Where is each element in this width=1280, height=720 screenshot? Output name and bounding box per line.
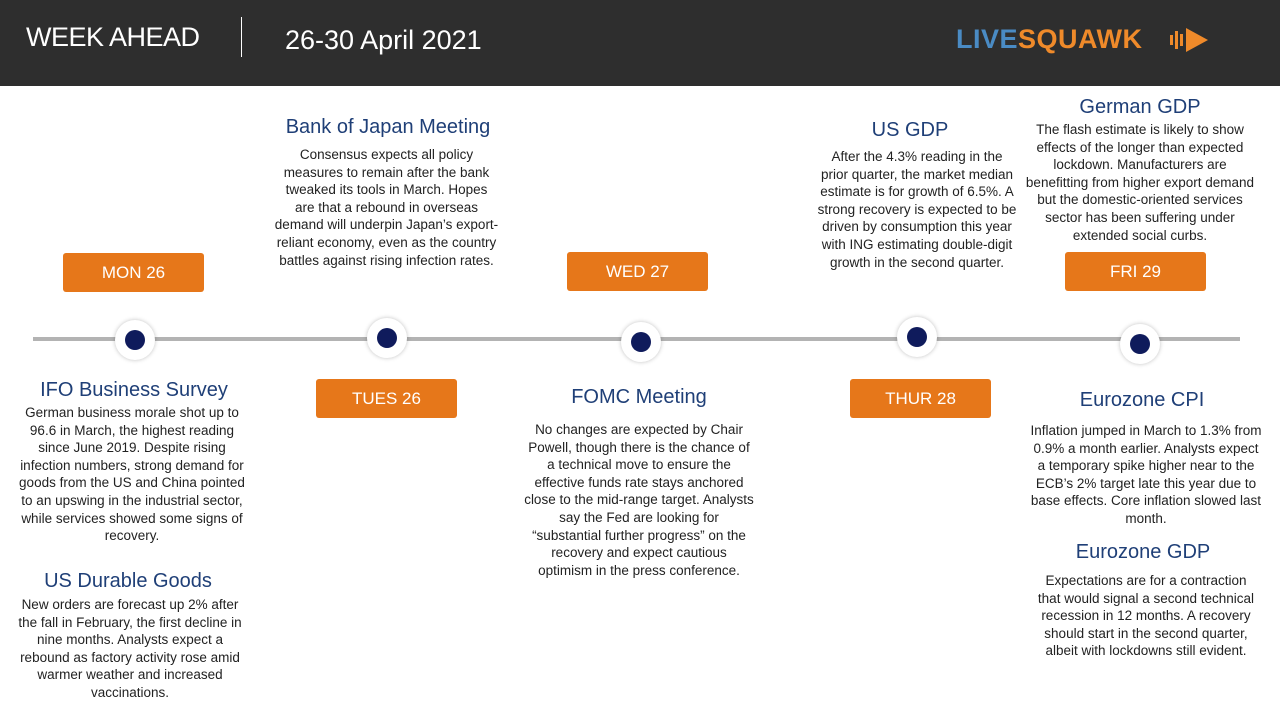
timeline-node-fri xyxy=(1120,324,1160,364)
timeline-node-wed xyxy=(621,322,661,362)
livesquawk-logo: LIVESQUAWK xyxy=(956,24,1208,56)
event-text-fomc: No changes are expected by Chair Powell,… xyxy=(524,422,754,578)
logo-text-squawk: SQUAWK xyxy=(1018,24,1143,54)
timeline-dot xyxy=(907,327,927,347)
day-badge-fri: FRI 29 xyxy=(1065,252,1206,291)
event-text-boj: Consensus expects all policy measures to… xyxy=(274,147,499,268)
logo-text-live: LIVE xyxy=(956,24,1019,54)
event-title-german-gdp: German GDP xyxy=(1079,96,1201,118)
day-badge-tue: TUES 26 xyxy=(316,379,457,418)
event-text-durable-goods: New orders are forecast up 2% after the … xyxy=(18,597,242,700)
date-range: 26-30 April 2021 xyxy=(285,25,482,55)
day-badge-wed: WED 27 xyxy=(567,252,708,291)
page-title: WEEK AHEAD xyxy=(26,22,200,52)
event-title-eurozone-cpi: Eurozone CPI xyxy=(1079,389,1205,411)
timeline-node-thu xyxy=(897,317,937,357)
timeline-dot xyxy=(377,328,397,348)
event-text-us-gdp: After the 4.3% reading in the prior quar… xyxy=(817,149,1017,270)
event-title-boj: Bank of Japan Meeting xyxy=(285,116,491,138)
event-title-durable-goods: US Durable Goods xyxy=(44,570,212,592)
event-text-ifo: German business morale shot up to 96.6 i… xyxy=(19,405,245,544)
timeline-dot xyxy=(125,330,145,350)
event-title-eurozone-gdp: Eurozone GDP xyxy=(1075,541,1211,563)
event-text-german-gdp: The flash estimate is likely to show eff… xyxy=(1025,122,1255,243)
day-badge-mon: MON 26 xyxy=(63,253,204,292)
header-divider xyxy=(241,17,242,57)
timeline-dot xyxy=(1130,334,1150,354)
timeline-node-tue xyxy=(367,318,407,358)
event-text-eurozone-gdp: Expectations are for a contraction that … xyxy=(1037,573,1255,659)
event-title-fomc: FOMC Meeting xyxy=(571,386,707,408)
event-text-eurozone-cpi: Inflation jumped in March to 1.3% from 0… xyxy=(1030,423,1262,526)
event-title-ifo: IFO Business Survey xyxy=(40,379,228,401)
event-title-us-gdp: US GDP xyxy=(871,119,949,141)
timeline-dot xyxy=(631,332,651,352)
timeline-node-mon xyxy=(115,320,155,360)
header-bar: WEEK AHEAD 26-30 April 2021 LIVESQUAWK xyxy=(0,0,1280,86)
speaker-wave-icon xyxy=(1170,28,1208,52)
day-badge-thu: THUR 28 xyxy=(850,379,991,418)
